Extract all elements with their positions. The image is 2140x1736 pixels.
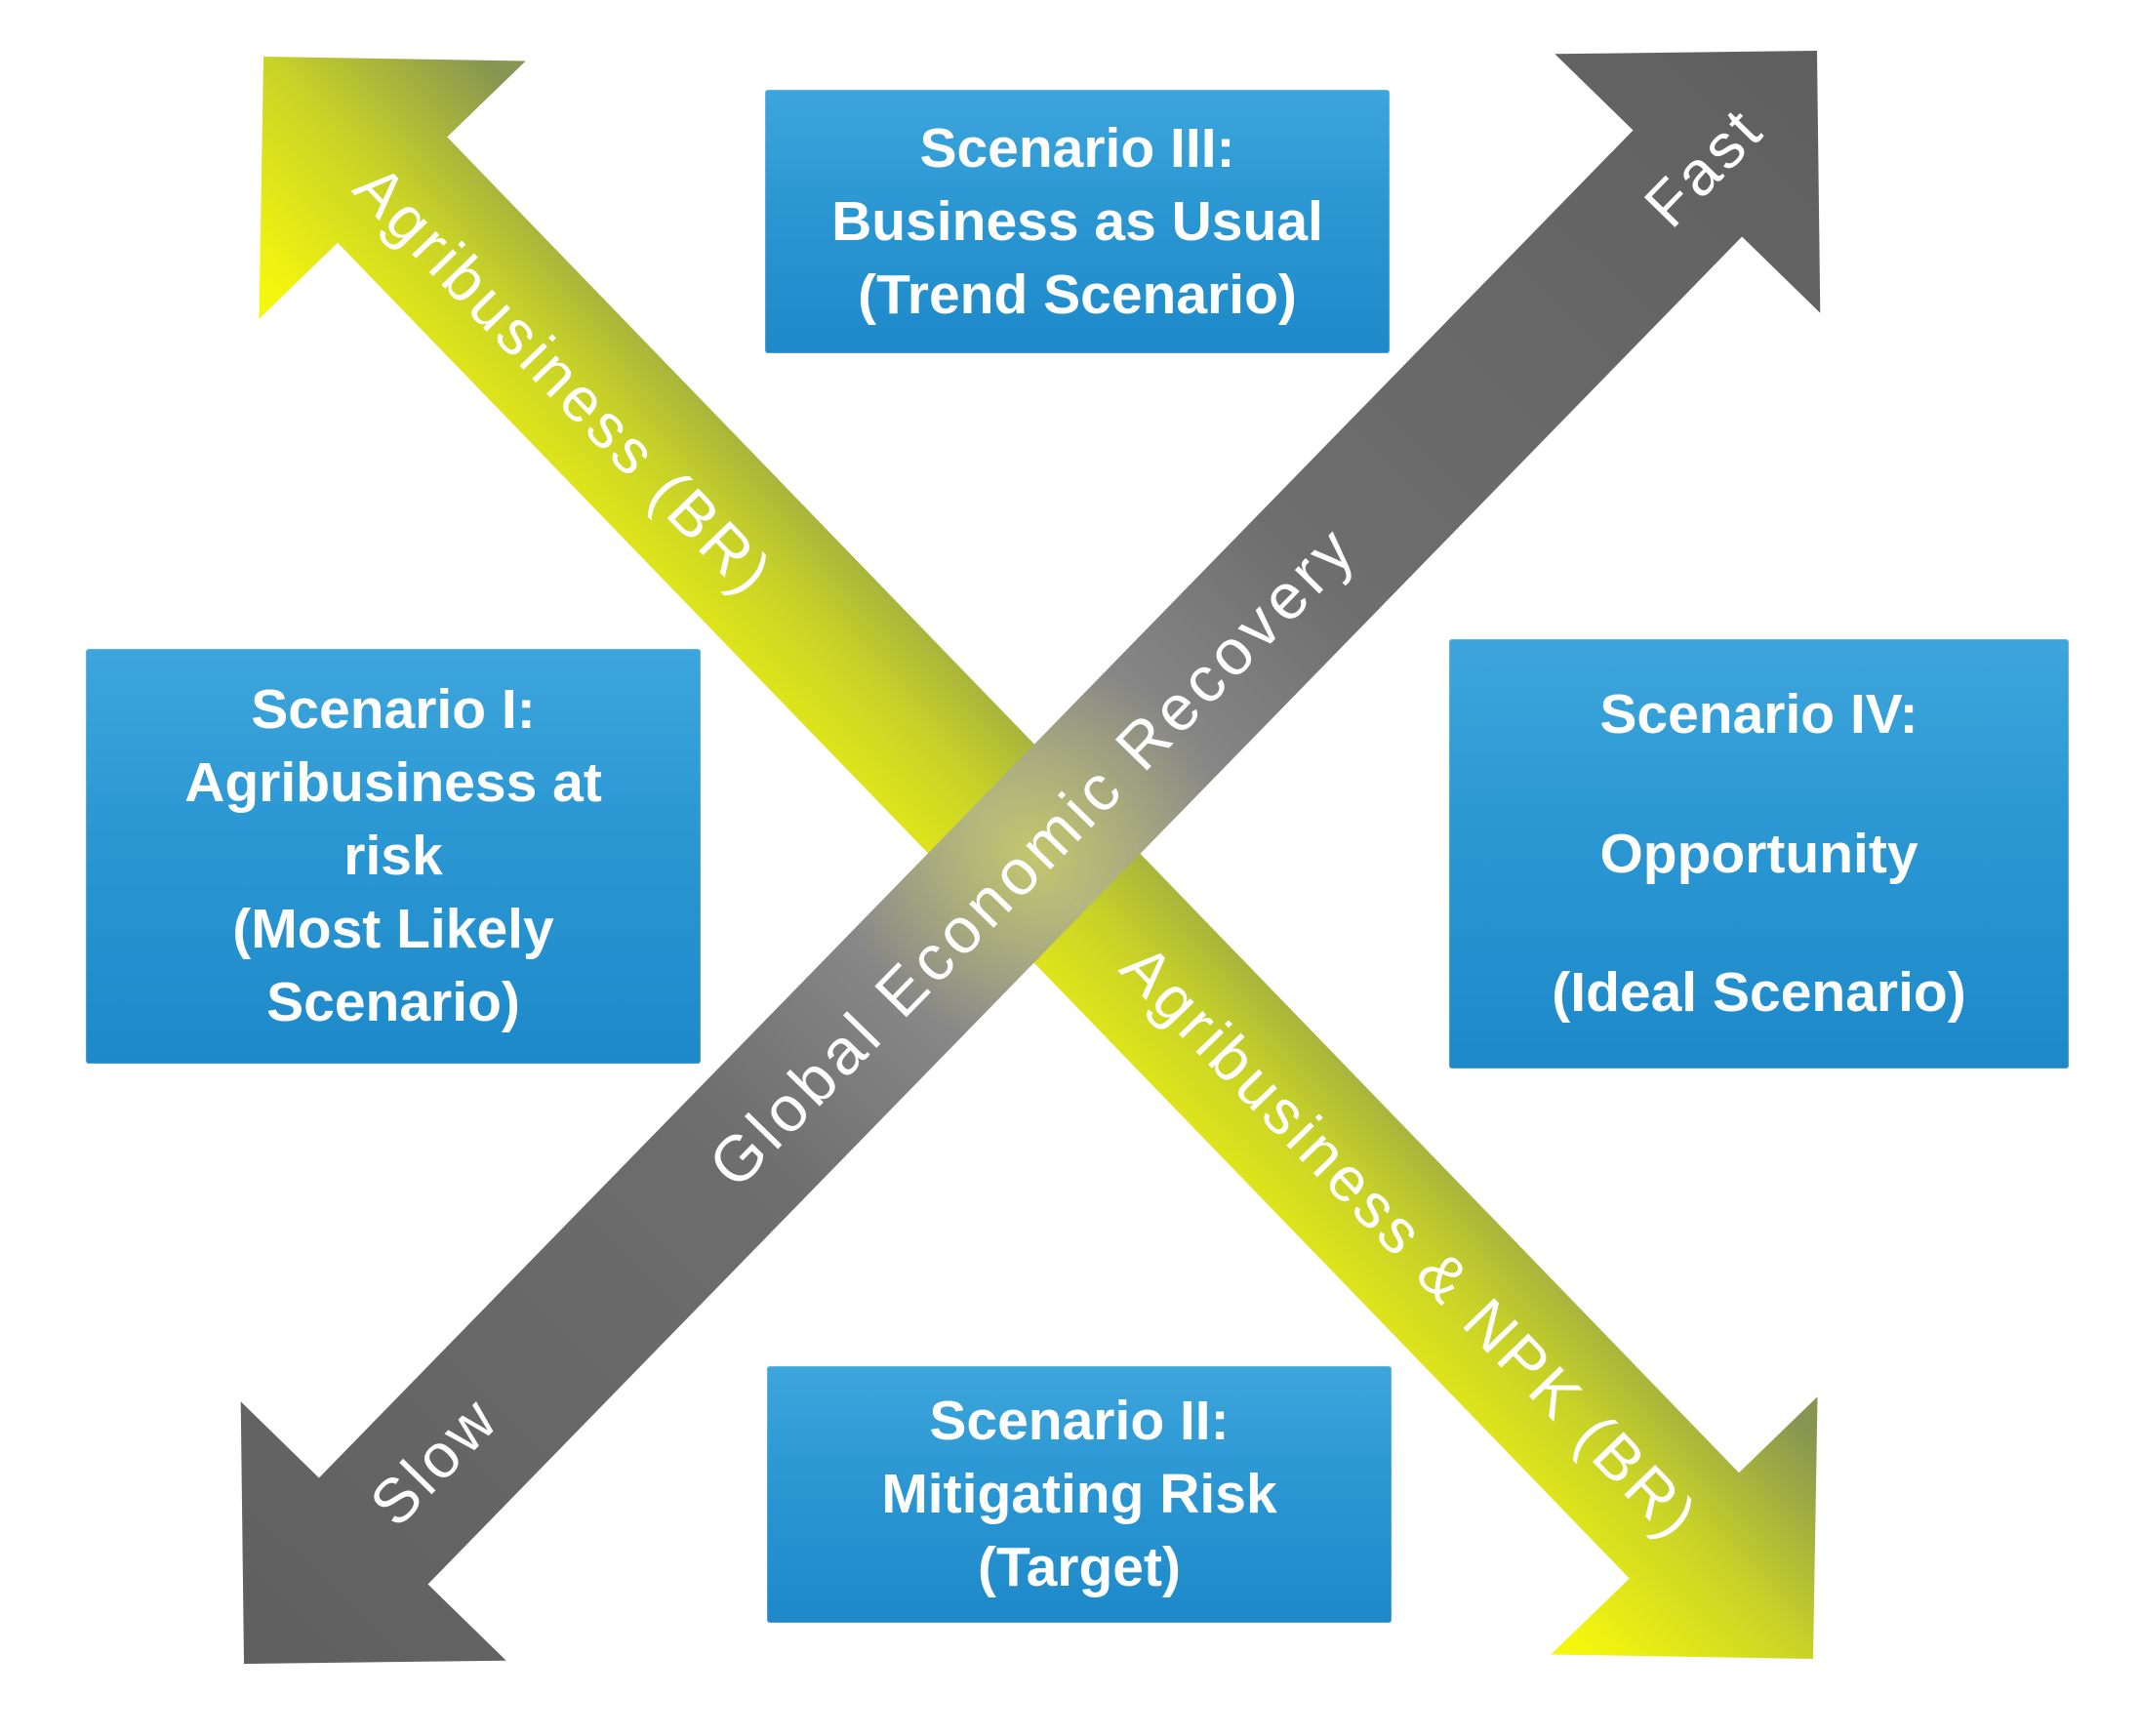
- scenario-3-line-1: Scenario III:: [919, 116, 1235, 180]
- scenario-1-line-3: risk: [343, 825, 443, 887]
- scenario-2-line-1: Scenario II:: [929, 1390, 1230, 1452]
- scenario-3-line-2: Business as Usual: [831, 189, 1323, 253]
- scenario-2-box: Scenario II: Mitigating Risk (Target): [767, 1366, 1392, 1623]
- agribusiness-upper-label: Agribusiness (BR): [341, 151, 787, 610]
- scenario-4-line-3: (Ideal Scenario): [1552, 961, 1966, 1024]
- scenario-3-box: Scenario III: Business as Usual (Trend S…: [765, 90, 1390, 353]
- scenario-4-line-2: Opportunity: [1599, 822, 1918, 885]
- scenario-1-line-1: Scenario I:: [251, 678, 536, 741]
- scenario-3-line-3: (Trend Scenario): [858, 262, 1297, 326]
- scenario-2-line-2: Mitigating Risk: [881, 1463, 1277, 1525]
- scenario-4-box: Scenario IV: Opportunity (Ideal Scenario…: [1449, 639, 2069, 1069]
- scenario-1-line-2: Agribusiness at: [184, 751, 602, 814]
- scenario-1-line-4: (Most Likely: [232, 898, 554, 960]
- scenario-1-line-5: Scenario): [266, 971, 520, 1033]
- scenario-4-line-1: Scenario IV:: [1599, 683, 1918, 746]
- scenario-1-box: Scenario I: Agribusiness at risk (Most L…: [86, 649, 701, 1064]
- scenario-2-line-3: (Target): [978, 1536, 1181, 1598]
